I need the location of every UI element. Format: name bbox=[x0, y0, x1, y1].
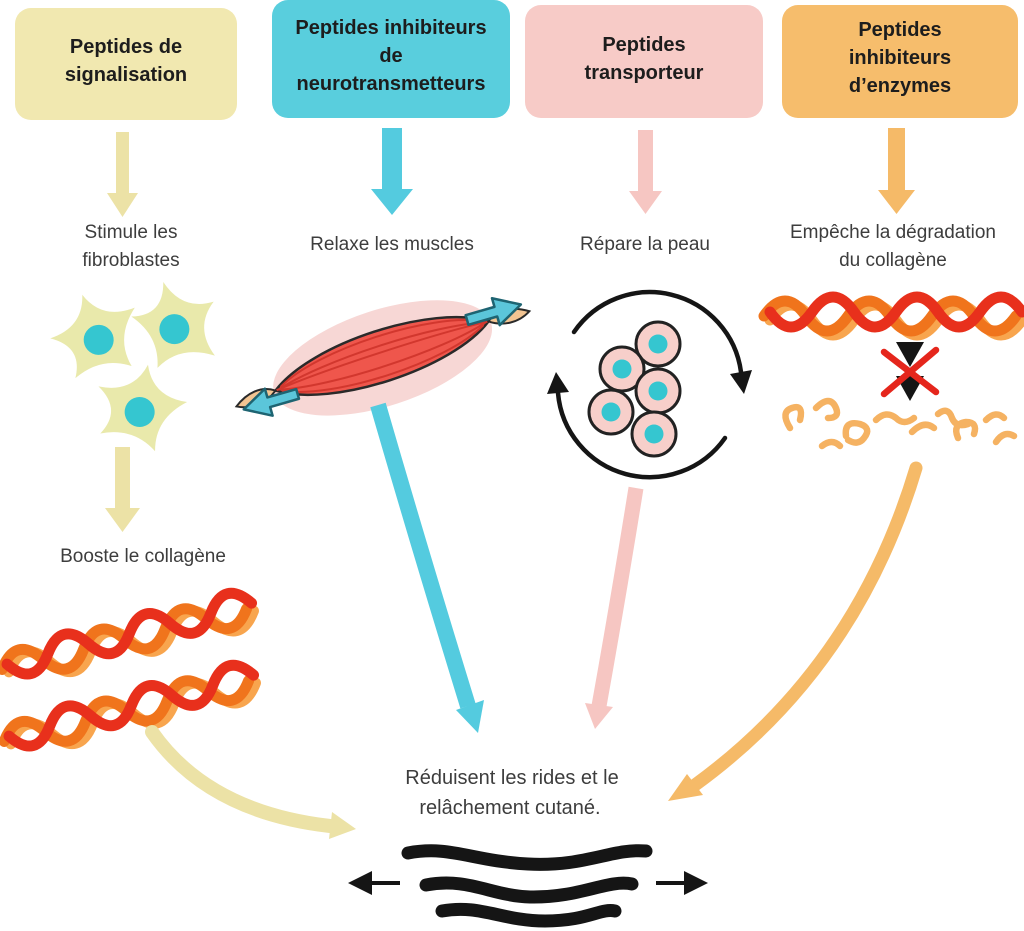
box-title-line: Peptides bbox=[858, 19, 941, 41]
down-arrow-signalisation-icon bbox=[107, 132, 138, 217]
degradation-arrow-bottom bbox=[896, 376, 924, 401]
conclusion-line: relâchement cutané. bbox=[419, 797, 600, 819]
renewal-arc-top bbox=[571, 289, 744, 375]
label-repare-peau: Répare la peau bbox=[580, 234, 710, 255]
peptide-box-neurotransmetteurs: Peptides inhibiteurs de neurotransmetteu… bbox=[272, 0, 510, 118]
box-title-line: signalisation bbox=[65, 64, 187, 86]
peptide-box-enzymes: Peptides inhibiteurs d’enzymes bbox=[782, 5, 1018, 118]
wrinkle-lines bbox=[401, 844, 653, 928]
collagen-fibers-icon bbox=[0, 589, 259, 760]
label-stimule-fibroblastes: Stimule les bbox=[85, 222, 178, 243]
smooth-arrow-left-icon bbox=[348, 871, 400, 895]
down-arrow-booste-icon bbox=[105, 447, 140, 532]
converging-arrow-signalisation bbox=[145, 725, 356, 839]
label-booste-collagene: Booste le collagène bbox=[60, 546, 226, 567]
renewal-arc-bottom bbox=[555, 390, 728, 480]
skin-cell-nuclei bbox=[601, 334, 668, 444]
blocked-x-icon bbox=[880, 346, 940, 398]
fibroblast-cells-icon bbox=[39, 264, 240, 456]
collagen-degradation-blocked-icon bbox=[764, 297, 1022, 450]
collagen-fiber-top bbox=[764, 297, 1022, 335]
box-title-line: Peptides bbox=[602, 34, 685, 56]
peptide-box-transporteur: Peptides transporteur bbox=[525, 5, 763, 118]
converging-arrow-transporteur bbox=[585, 486, 644, 729]
converging-arrow-enzymes bbox=[668, 461, 923, 801]
box-title-line: Peptides de bbox=[70, 36, 182, 58]
box-title-line: transporteur bbox=[585, 62, 704, 84]
box-title-line: neurotransmetteurs bbox=[297, 73, 486, 95]
label-empeche-degradation: Empêche la dégradation bbox=[790, 222, 996, 243]
smooth-arrow-right-icon bbox=[656, 871, 708, 895]
renewal-arrowhead-bottom bbox=[547, 372, 569, 394]
converging-arrow-neurotransmetteurs bbox=[370, 402, 484, 733]
conclusion-line: Réduisent les rides et le bbox=[405, 767, 618, 789]
box-title-line: de bbox=[379, 45, 402, 67]
renewal-arrowhead-top bbox=[730, 370, 752, 394]
down-arrow-neurotransmetteurs-icon bbox=[371, 128, 413, 215]
peptide-box-signalisation: Peptides de signalisation bbox=[15, 8, 237, 120]
box-title-line: Peptides inhibiteurs bbox=[295, 17, 486, 39]
muscle-relax-icon bbox=[234, 289, 532, 425]
skin-cell-renewal-icon bbox=[547, 289, 752, 480]
muscle-fiber-lines bbox=[276, 319, 488, 393]
label-empeche-degradation: du collagène bbox=[839, 250, 947, 271]
label-stimule-fibroblastes: fibroblastes bbox=[82, 250, 179, 271]
down-arrow-enzymes-icon bbox=[878, 128, 915, 214]
box-title-line: d’enzymes bbox=[849, 75, 951, 97]
degradation-arrow-top bbox=[896, 342, 924, 367]
wrinkle-smoothing-icon bbox=[348, 844, 708, 928]
box-title-line: inhibiteurs bbox=[849, 47, 951, 69]
label-relaxe-muscles: Relaxe les muscles bbox=[310, 234, 474, 255]
collagen-fragments bbox=[782, 397, 1018, 450]
down-arrow-transporteur-icon bbox=[629, 130, 662, 214]
